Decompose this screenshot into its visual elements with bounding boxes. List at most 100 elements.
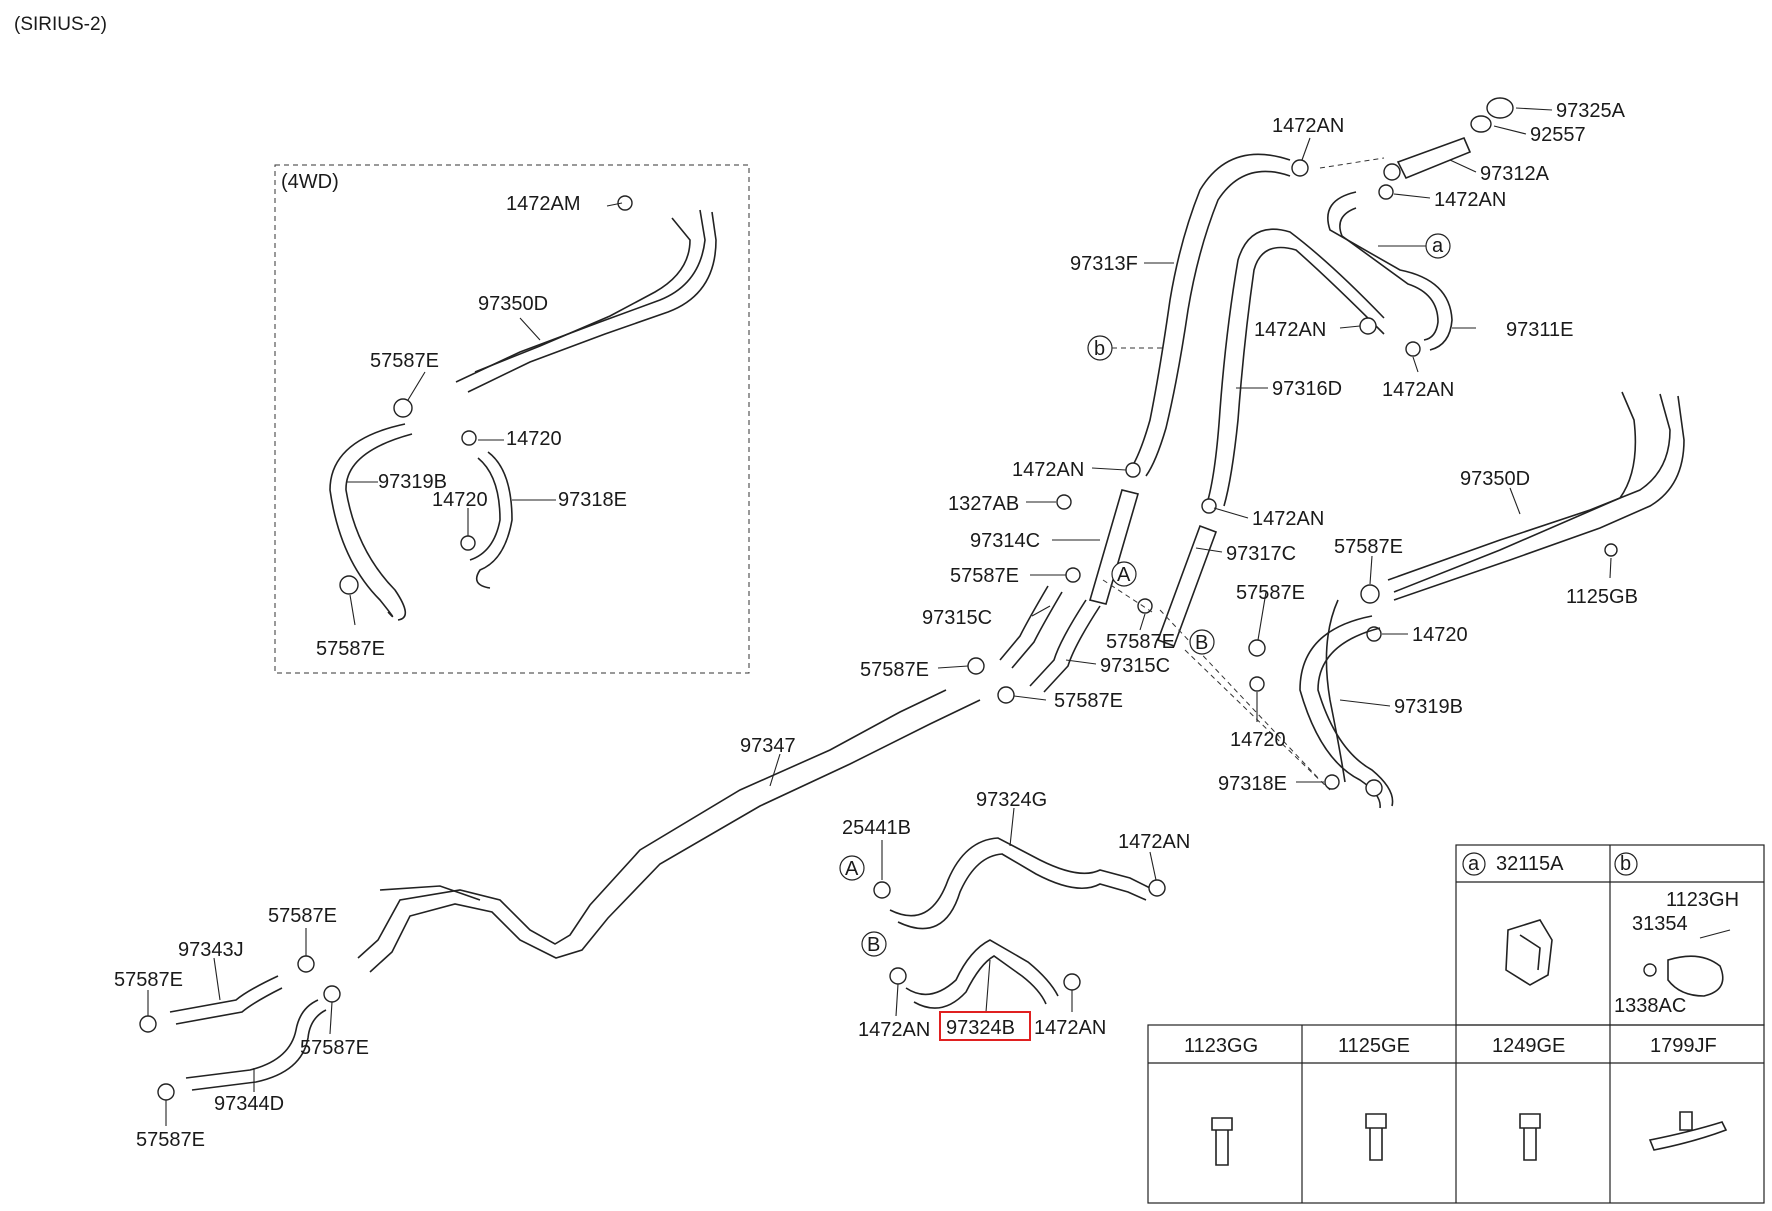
legend-cell-b-marker [1614, 852, 1638, 876]
leader-1472an-h [895, 983, 899, 1017]
cap-97325a [1486, 97, 1514, 119]
highlight-box-97324b [939, 1011, 1031, 1041]
label-97350d-4wd: 97350D [478, 293, 548, 315]
fitting-97312a-end [1383, 163, 1401, 181]
hose-97344d-edge [191, 1009, 327, 1091]
clamp-1472an-mid [1359, 317, 1377, 335]
guide-312a [1319, 157, 1385, 169]
label-97315c-b: 97315C [1100, 655, 1170, 677]
block-97317c [1156, 524, 1218, 648]
bracket-icon [1667, 955, 1724, 997]
legend-col-2: 1125GE [1338, 1035, 1410, 1057]
label-1125gb: 1125GB [1566, 586, 1638, 608]
leader-92557 [1493, 125, 1527, 135]
legend-cell-b-letter: b [1620, 853, 1631, 875]
hose-97311e-edge [1339, 207, 1439, 341]
clip-icon [1505, 919, 1553, 986]
clamp-57587e-315c-b [997, 686, 1015, 704]
label-57587e-k: 57587E [300, 1037, 369, 1059]
leader-57587e-e [937, 665, 969, 669]
clamp-1472an-316d [1201, 498, 1217, 514]
legend-b-part-1: 1123GH [1666, 889, 1739, 911]
leader-97350d-4wd [519, 317, 541, 341]
label-25441b: 25441B [842, 817, 911, 839]
hose-97313f-edge [1145, 170, 1291, 477]
hose-97319b-4wd-edge [345, 433, 413, 621]
leader-97317c [1195, 547, 1223, 553]
pipe-97350d-4wd-b [467, 211, 717, 393]
pipe-97350d-4wd-c [474, 217, 691, 373]
label-97315c-a: 97315C [922, 607, 992, 629]
callout-B-lower [861, 931, 887, 957]
label-57587e-f: 57587E [1236, 582, 1305, 604]
label-97319b-right: 97319B [1394, 696, 1463, 718]
label-14720-d: 14720 [1230, 729, 1286, 751]
clamp-97318e-end [1324, 774, 1340, 790]
ring-92557 [1470, 115, 1492, 133]
hose-97319b-right-edge [1317, 627, 1394, 807]
leader-1472an-e [1091, 467, 1127, 471]
label-57587e-i: 57587E [268, 905, 337, 927]
clamp-57587e-4wd-bottom [339, 575, 359, 595]
hose-97315c-a-edge [1011, 591, 1063, 669]
hose-97324g-edge [897, 853, 1147, 930]
inset-border [274, 164, 750, 674]
clamp-1472am [617, 195, 633, 211]
leader-1472an-g [1149, 851, 1157, 881]
label-1472an-d: 1472AN [1382, 379, 1454, 401]
guide-b-319b [1159, 609, 1321, 781]
label-97324b: 97324B [946, 1017, 1015, 1039]
label-1472an-i: 1472AN [1034, 1017, 1106, 1039]
label-1472an-f: 1472AN [1252, 508, 1324, 530]
leader-97343j [213, 957, 221, 1001]
label-57587e-4wd-top: 57587E [370, 350, 439, 372]
label-57587e-g: 57587E [1106, 631, 1175, 653]
label-1327ab: 1327AB [948, 493, 1019, 515]
clamp-57587e-343j [139, 1015, 157, 1033]
label-97313f: 97313F [1070, 253, 1138, 275]
hose-97315c-b [1029, 599, 1087, 687]
hose-97324b-edge [913, 955, 1047, 1009]
label-1472an-a: 1472AN [1272, 115, 1344, 137]
leader-57587e-h [1013, 695, 1047, 701]
leader-1125gb [1609, 557, 1612, 579]
callout-B-lower-text: B [867, 934, 880, 956]
callout-B-upper [1189, 629, 1215, 655]
leader-1472an-d [1412, 356, 1419, 373]
bolt-icon-1123gg [1211, 1117, 1233, 1166]
clamp-57587e-318e [1248, 639, 1266, 657]
legend-col-3: 1249GE [1492, 1035, 1565, 1057]
hose-97318e-right [1325, 599, 1346, 783]
clamp-57587e-344d [157, 1083, 175, 1101]
hose-97318e-4wd-edge [469, 457, 501, 561]
label-14720-4wd-top: 14720 [506, 428, 562, 450]
clamp-25441b [873, 881, 891, 899]
label-97350d-right: 97350D [1460, 468, 1530, 490]
pipe-97347-a [357, 689, 947, 959]
label-1472an-b: 1472AN [1434, 189, 1506, 211]
nut-icon [1643, 963, 1657, 977]
label-97314c: 97314C [970, 530, 1040, 552]
hose-97311e [1327, 191, 1453, 351]
leader-97325a [1515, 107, 1553, 111]
leader-97324g [1009, 807, 1015, 847]
leader-1472an-f [1213, 507, 1249, 519]
clamp-57587e-314c [1065, 567, 1081, 583]
leader-57587e-4wd-top [407, 371, 426, 401]
label-57587e-j: 57587E [114, 969, 183, 991]
label-1472an-g: 1472AN [1118, 831, 1190, 853]
block-97314c [1088, 489, 1140, 605]
hose-97324g [889, 837, 1151, 917]
leader-97319b-right [1339, 699, 1391, 707]
clamp-57587e-mid-a [297, 955, 315, 973]
label-57587e-d: 57587E [1334, 536, 1403, 558]
label-57587e-h: 57587E [1054, 690, 1123, 712]
hose-97316d [1207, 228, 1385, 501]
bolt-icon [1699, 929, 1731, 939]
callout-A-upper-text: A [1117, 564, 1131, 586]
clamp-1472an-324b-b [1063, 973, 1081, 991]
bolt-icon-1125ge [1365, 1113, 1387, 1161]
clamp-14720-318e [1249, 676, 1265, 692]
leader-97347 [769, 753, 781, 787]
